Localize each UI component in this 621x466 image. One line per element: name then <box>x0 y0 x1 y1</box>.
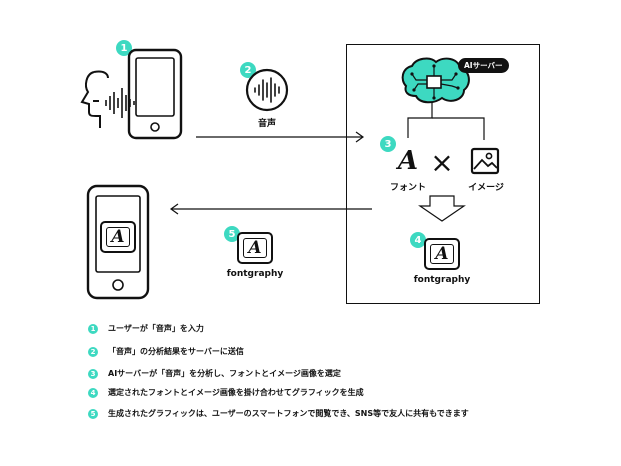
step-item-number: 1 <box>88 323 98 334</box>
step-badge-3: 3 <box>380 136 396 152</box>
step-badge-5: 5 <box>224 226 240 242</box>
generated-graphic-tile: A <box>424 238 460 270</box>
smartphone-icon <box>127 48 183 140</box>
image-label: イメージ <box>468 183 504 193</box>
step-badge-4: 4 <box>410 232 426 248</box>
voice-wave-icon <box>245 68 289 112</box>
step-item-text: AIサーバーが「音声」を分析し、フォントとイメージ画像を選定 <box>108 369 341 378</box>
step-item-number: 3 <box>88 368 98 379</box>
shared-graphic-tile: A <box>237 232 273 264</box>
fontgraphy-label-server: fontgraphy <box>413 275 471 285</box>
step-item-1: 1 ユーザーが「音声」を入力 <box>88 323 204 334</box>
generated-glyph: A <box>430 244 454 264</box>
step-item-2: 2 「音声」の分析結果をサーバーに送信 <box>88 346 244 357</box>
step-item-text: 「音声」の分析結果をサーバーに送信 <box>108 347 244 356</box>
speaking-person-icon <box>80 70 135 128</box>
fontgraphy-label-share: fontgraphy <box>226 269 284 279</box>
phone-glyph: A <box>106 227 130 247</box>
step-item-number: 4 <box>88 387 98 398</box>
image-icon <box>470 147 500 175</box>
times-symbol: × <box>430 146 454 179</box>
step-item-5: 5 生成されたグラフィックは、ユーザーのスマートフォンで閲覧でき、SNS等で友人… <box>88 408 469 419</box>
step-item-number: 2 <box>88 346 98 357</box>
step-item-text: ユーザーが「音声」を入力 <box>108 324 204 333</box>
step-item-text: 生成されたグラフィックは、ユーザーのスマートフォンで閲覧でき、SNS等で友人に共… <box>108 409 469 418</box>
step-badge-1: 1 <box>116 40 132 56</box>
ai-server-box <box>346 44 540 304</box>
step-item-3: 3 AIサーバーが「音声」を分析し、フォントとイメージ画像を選定 <box>88 368 341 379</box>
step-item-4: 4 選定されたフォントとイメージ画像を掛け合わせてグラフィックを生成 <box>88 387 364 398</box>
shared-glyph: A <box>243 238 267 258</box>
font-glyph-icon: A <box>397 146 419 176</box>
step-item-number: 5 <box>88 408 98 419</box>
step-badge-2: 2 <box>240 62 256 78</box>
phone-graphic-tile: A <box>100 221 136 253</box>
ai-server-tag: AIサーバー <box>458 58 509 73</box>
voice-label: 音声 <box>257 119 276 129</box>
ai-brain-icon <box>401 57 470 104</box>
font-label: フォント <box>389 183 426 193</box>
step-item-text: 選定されたフォントとイメージ画像を掛け合わせてグラフィックを生成 <box>108 388 364 397</box>
